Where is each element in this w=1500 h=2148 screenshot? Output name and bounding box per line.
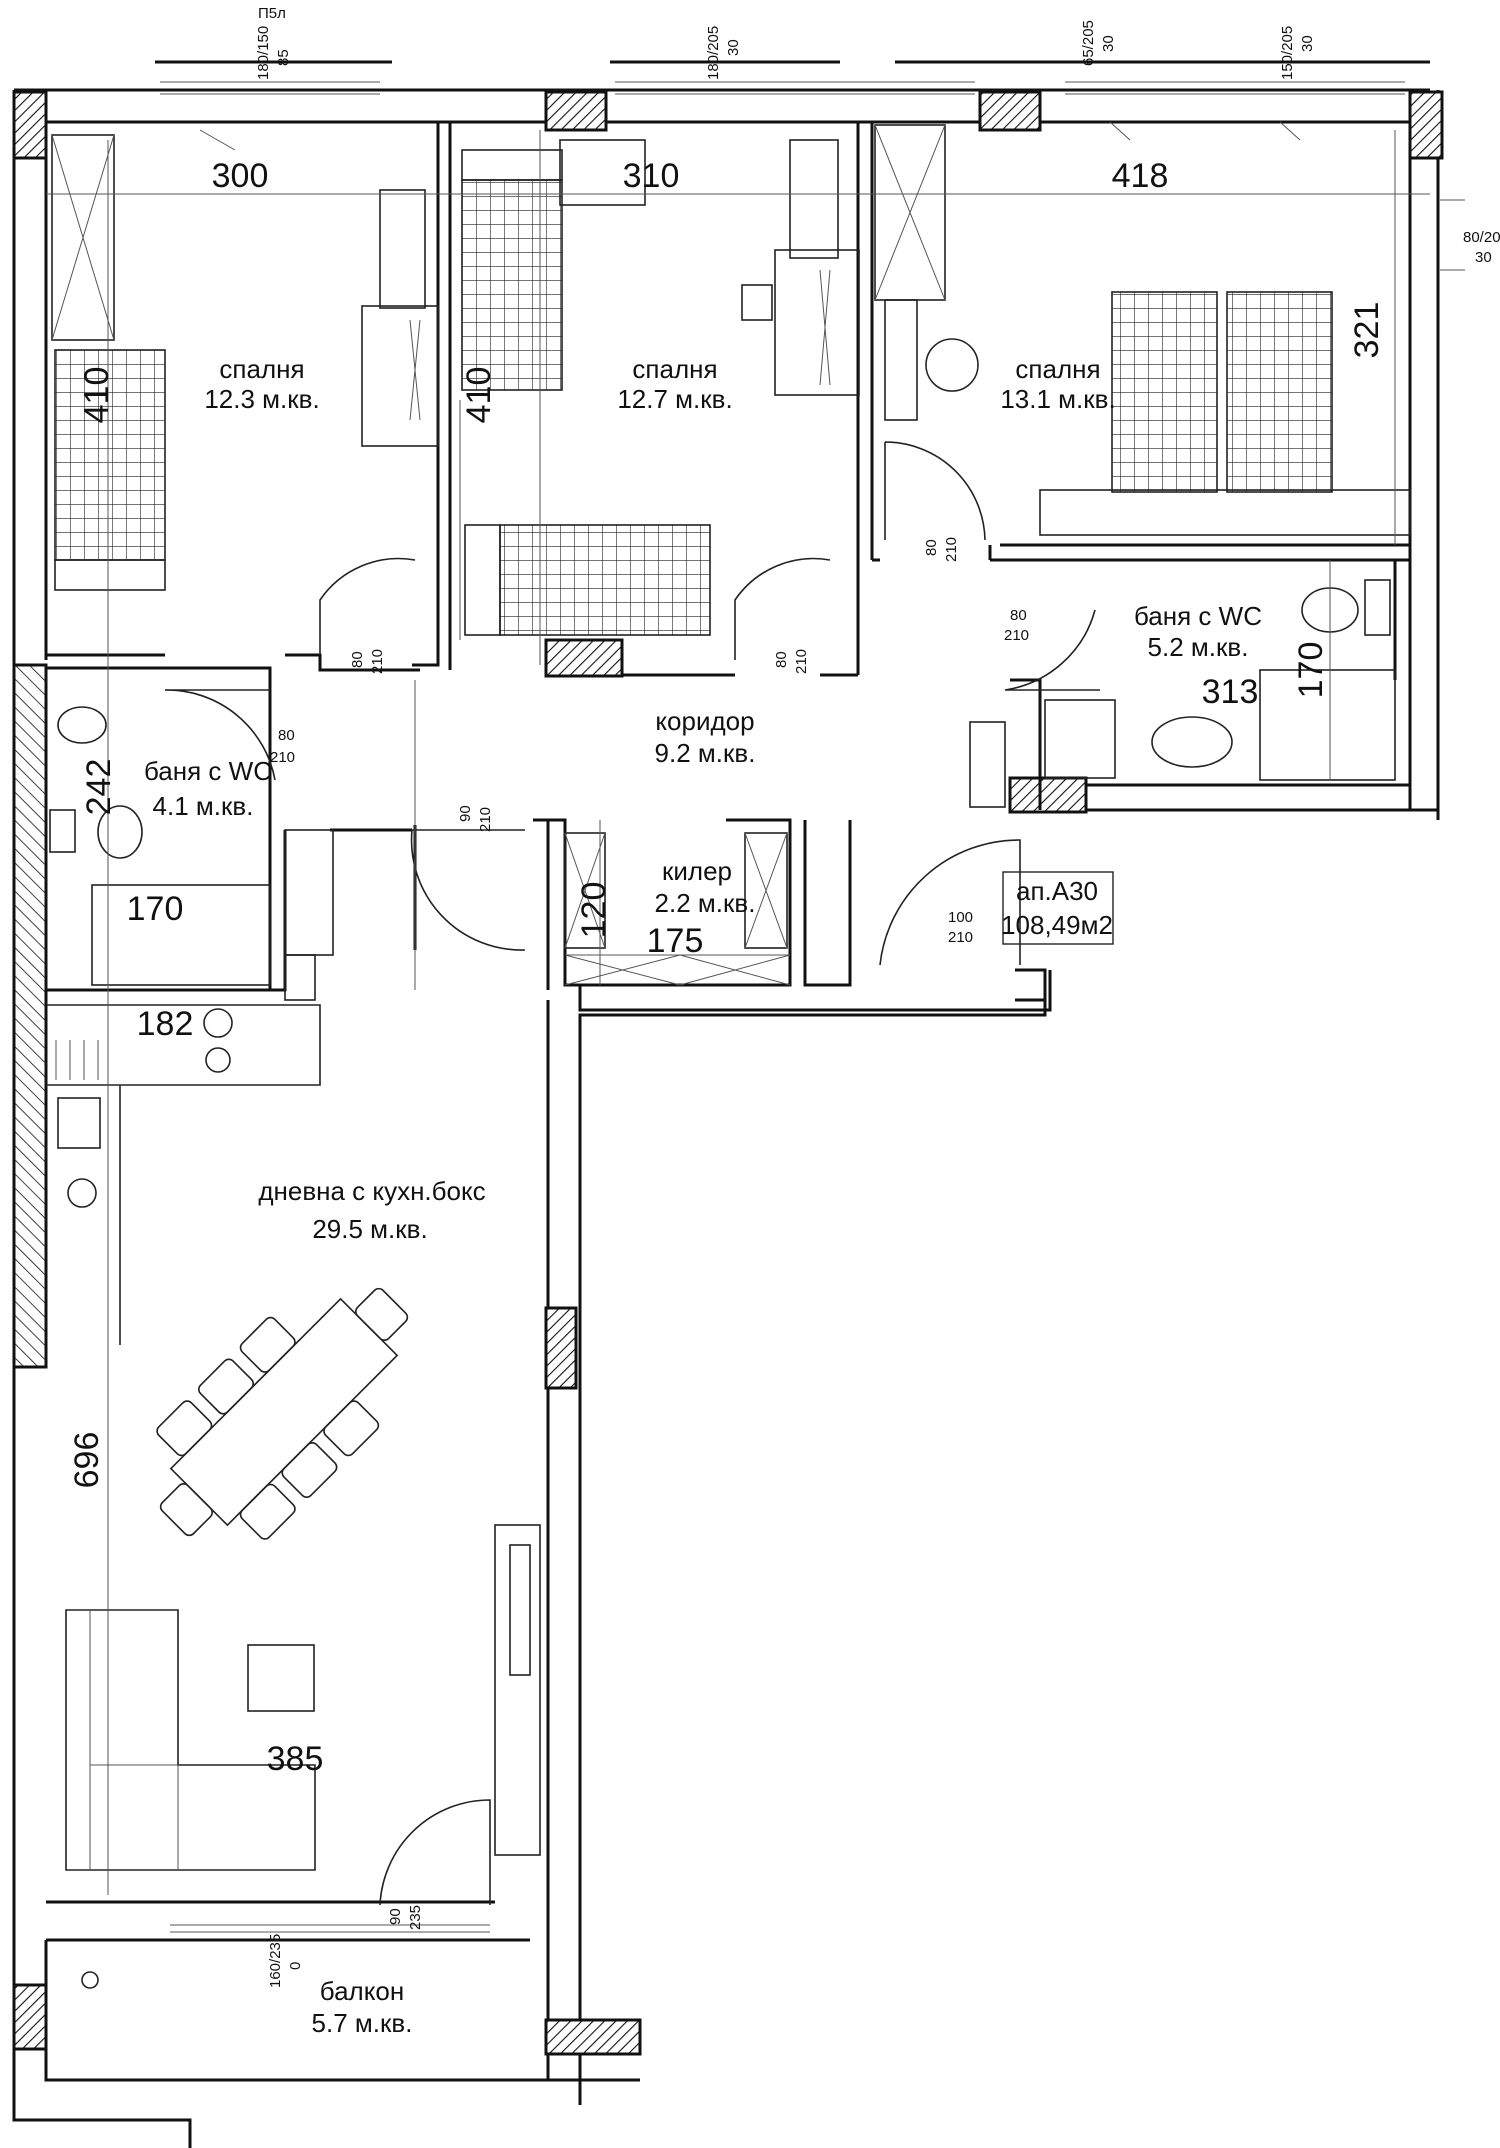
window-label-w1b: 85 bbox=[275, 49, 292, 66]
bed-bed2-lower bbox=[499, 524, 711, 636]
dim-bed2-depth: 410 bbox=[460, 367, 498, 424]
room-name-bath-right: баня с WC bbox=[1134, 601, 1262, 631]
dim-bed1-width: 300 bbox=[212, 157, 269, 195]
window-label-w5a: 80/205 bbox=[1463, 229, 1500, 246]
dim-living-depth: 696 bbox=[68, 1432, 106, 1489]
room-name-balcony: балкон bbox=[320, 1976, 404, 2006]
toilet-left bbox=[97, 805, 143, 859]
door-entry-height: 210 bbox=[948, 929, 973, 946]
window-label-w2b: 30 bbox=[725, 39, 742, 56]
room-name-bedroom1: спалня bbox=[219, 354, 304, 384]
room-area-bath-left: 4.1 м.кв. bbox=[153, 791, 254, 821]
bed-bed2-upper bbox=[461, 179, 563, 391]
door-balcony-width: 90 bbox=[387, 1908, 404, 1925]
room-name-living: дневна с кухн.бокс bbox=[258, 1176, 485, 1206]
coffee-table bbox=[247, 1644, 315, 1712]
window-label-w6b: 0 bbox=[287, 1962, 304, 1970]
door-bed3-width: 80 bbox=[923, 539, 940, 556]
door-bed1-height: 210 bbox=[369, 649, 386, 674]
room-area-balcony: 5.7 м.кв. bbox=[312, 2008, 413, 2038]
room-name-bedroom3: спалня bbox=[1015, 354, 1100, 384]
door-entry-width: 100 bbox=[948, 909, 973, 926]
room-area-bedroom2: 12.7 м.кв. bbox=[617, 384, 732, 414]
dim-bath-left-width: 170 bbox=[127, 890, 184, 928]
bathtub-left bbox=[91, 884, 271, 986]
room-area-pantry: 2.2 м.кв. bbox=[655, 888, 756, 918]
dim-bed2-width: 310 bbox=[623, 157, 680, 195]
window-label-w2a: 180/205 bbox=[705, 26, 722, 80]
door-bed1-width: 80 bbox=[349, 651, 366, 668]
door-bed3-height: 210 bbox=[943, 537, 960, 562]
window-label-w5b: 30 bbox=[1475, 249, 1492, 266]
windows bbox=[160, 81, 1465, 1933]
window-label-w3a: 65/205 bbox=[1080, 20, 1097, 66]
dimension-lines bbox=[46, 130, 1430, 1895]
door-bed2-height: 210 bbox=[793, 649, 810, 674]
dim-pantry-depth: 120 bbox=[575, 882, 613, 939]
unit-area: 108,49м2 bbox=[1001, 910, 1113, 940]
door-living-width: 90 bbox=[457, 805, 474, 822]
room-area-living: 29.5 м.кв. bbox=[312, 1214, 427, 1244]
dim-bath-left-depth: 242 bbox=[80, 759, 118, 816]
dim-pantry-width: 175 bbox=[647, 922, 704, 960]
dim-bath-right-width: 313 bbox=[1202, 673, 1259, 711]
door-bath-right-width: 80 bbox=[1010, 607, 1027, 624]
dim-bed3-depth: 321 bbox=[1348, 302, 1386, 359]
door-bath-right-height: 210 bbox=[1004, 627, 1029, 644]
door-bed2-width: 80 bbox=[773, 651, 790, 668]
room-area-bath-right: 5.2 м.кв. bbox=[1148, 632, 1249, 662]
dining-set bbox=[156, 1287, 409, 1540]
interior-walls bbox=[44, 122, 1410, 1345]
dim-bed1-depth: 410 bbox=[78, 367, 116, 424]
room-area-corridor: 9.2 м.кв. bbox=[655, 738, 756, 768]
door-bath-left-height: 210 bbox=[270, 749, 295, 766]
dim-bed3-width: 418 bbox=[1112, 157, 1169, 195]
unit-id: ап.А30 bbox=[1016, 876, 1098, 906]
room-name-corridor: коридор bbox=[655, 706, 754, 736]
doors bbox=[164, 441, 1100, 1906]
top-label: П5л bbox=[258, 5, 286, 22]
room-name-pantry: килер bbox=[662, 856, 732, 886]
window-label-w4a: 150/205 bbox=[1279, 26, 1296, 80]
sofa bbox=[65, 1609, 316, 1871]
sink-right bbox=[1151, 716, 1233, 768]
window-label-w1a: 180/150 bbox=[255, 26, 272, 80]
dim-bath-right-depth: 170 bbox=[1292, 642, 1330, 699]
dim-kitchen-width: 182 bbox=[137, 1005, 194, 1043]
room-name-bath-left: баня с WC bbox=[144, 756, 272, 786]
structural-columns bbox=[12, 90, 1444, 2056]
window-label-w4b: 30 bbox=[1299, 35, 1316, 52]
furniture bbox=[49, 124, 1411, 1989]
room-area-bedroom3: 13.1 м.кв. bbox=[1000, 384, 1115, 414]
bed-bed3-left bbox=[1111, 291, 1218, 493]
window-label-w3b: 30 bbox=[1100, 35, 1117, 52]
door-living-height: 210 bbox=[477, 807, 494, 832]
bed-bed3-right bbox=[1226, 291, 1333, 493]
unit-tag-box bbox=[1002, 871, 1114, 945]
bed-bed1 bbox=[54, 349, 166, 561]
room-name-bedroom2: спалня bbox=[632, 354, 717, 384]
sink-left bbox=[57, 706, 107, 744]
wardrobe-bed1 bbox=[51, 134, 115, 341]
dim-living-width: 385 bbox=[267, 1740, 324, 1778]
room-area-bedroom1: 12.3 м.кв. bbox=[204, 384, 319, 414]
door-balcony-height: 235 bbox=[407, 1905, 424, 1930]
door-bath-left-width: 80 bbox=[278, 727, 295, 744]
window-label-w6a: 160/235 bbox=[267, 1934, 284, 1988]
